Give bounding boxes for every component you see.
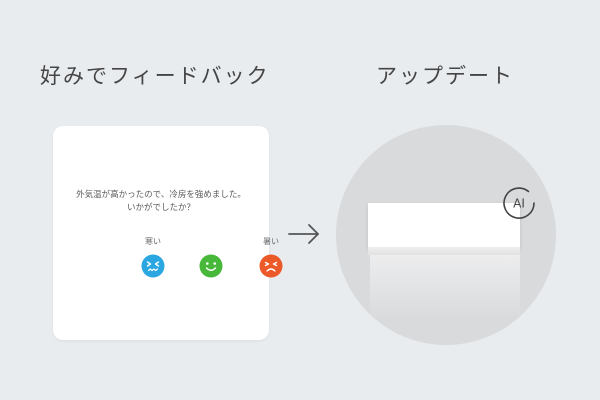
hot-face-icon[interactable]	[259, 254, 283, 278]
feedback-card: 外気温が高かったので、冷房を強めました。 いかがでしたか？ 寒い 暑い	[53, 126, 283, 340]
feedback-question: 外気温が高かったので、冷房を強めました。 いかがでしたか？	[53, 189, 269, 215]
air-conditioner-icon	[368, 203, 520, 247]
ai-badge-icon: AI	[503, 187, 535, 219]
option-label-hot: 暑い	[263, 237, 279, 246]
option-label-comfortable	[191, 236, 231, 248]
arrow-right-icon	[288, 224, 319, 244]
update-heading: アップデート	[376, 64, 514, 88]
smile-face-icon[interactable]	[199, 254, 223, 278]
feedback-option-hot[interactable]: 暑い	[251, 236, 291, 278]
question-line-1: 外気温が高かったので、冷房を強めました。	[76, 190, 246, 200]
airflow	[370, 250, 520, 320]
cold-face-icon[interactable]	[141, 254, 165, 278]
air-conditioner-illustration: AI	[336, 125, 556, 345]
ai-badge-text: AI	[513, 197, 525, 211]
option-label-cold: 寒い	[145, 237, 161, 246]
question-line-2: いかがでしたか？	[126, 203, 195, 213]
feedback-heading: 好みでフィードバック	[40, 64, 270, 88]
feedback-option-cold[interactable]: 寒い	[133, 236, 173, 278]
air-conditioner-vent	[368, 247, 520, 255]
feedback-option-comfortable[interactable]	[191, 236, 231, 278]
